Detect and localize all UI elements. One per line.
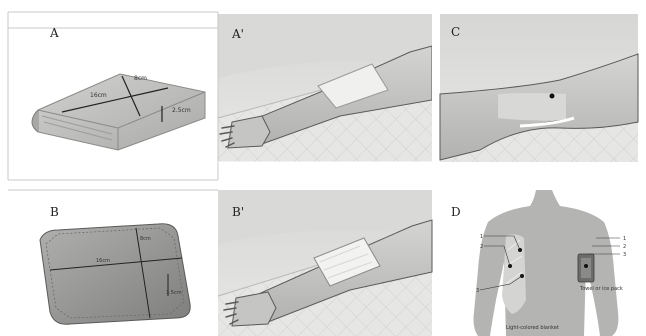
panel-c: C <box>440 14 638 162</box>
panel-b-letter: B <box>50 205 59 219</box>
right-number-2: 2 <box>623 244 626 250</box>
ice-pack-width-label: 8cm <box>140 236 151 242</box>
pack-label: Towel or ice pack <box>579 286 623 292</box>
panel-a-prime-letter: A' <box>231 27 244 41</box>
towel-height-label: 2.5cm <box>172 107 191 114</box>
left-number-1: 1 <box>480 234 483 240</box>
left-number-2: 2 <box>480 244 483 250</box>
marker-dot-4 <box>584 264 588 268</box>
ice-pack <box>40 224 190 325</box>
panel-b-prime: B' <box>218 190 432 336</box>
panel-b: B 8cm 16cm 3.5cm <box>8 190 218 324</box>
right-number-3: 3 <box>623 252 626 258</box>
right-number-1: 1 <box>623 236 626 242</box>
panel-a: A 8cm 16cm 2.5cm <box>8 12 218 180</box>
towel-width-label: 8cm <box>134 75 147 82</box>
panel-d-letter: D <box>451 205 461 219</box>
left-number-3: 3 <box>476 288 479 294</box>
ice-pack-height-label: 3.5cm <box>166 290 182 296</box>
ice-pack-length-label: 16cm <box>96 258 110 264</box>
panel-d: 1 2 3 1 2 3 Towel or ice pack Light-colo… <box>440 190 638 336</box>
towel-length-label: 16cm <box>90 92 107 99</box>
panel-b-prime-letter: B' <box>232 205 244 219</box>
panel-a-prime: A' <box>218 14 432 162</box>
panel-a-letter: A <box>49 26 59 40</box>
injection-point-dot <box>550 94 555 99</box>
blanket-label: Light-colored blanket <box>506 325 559 331</box>
panel-c-letter: C <box>451 25 460 39</box>
